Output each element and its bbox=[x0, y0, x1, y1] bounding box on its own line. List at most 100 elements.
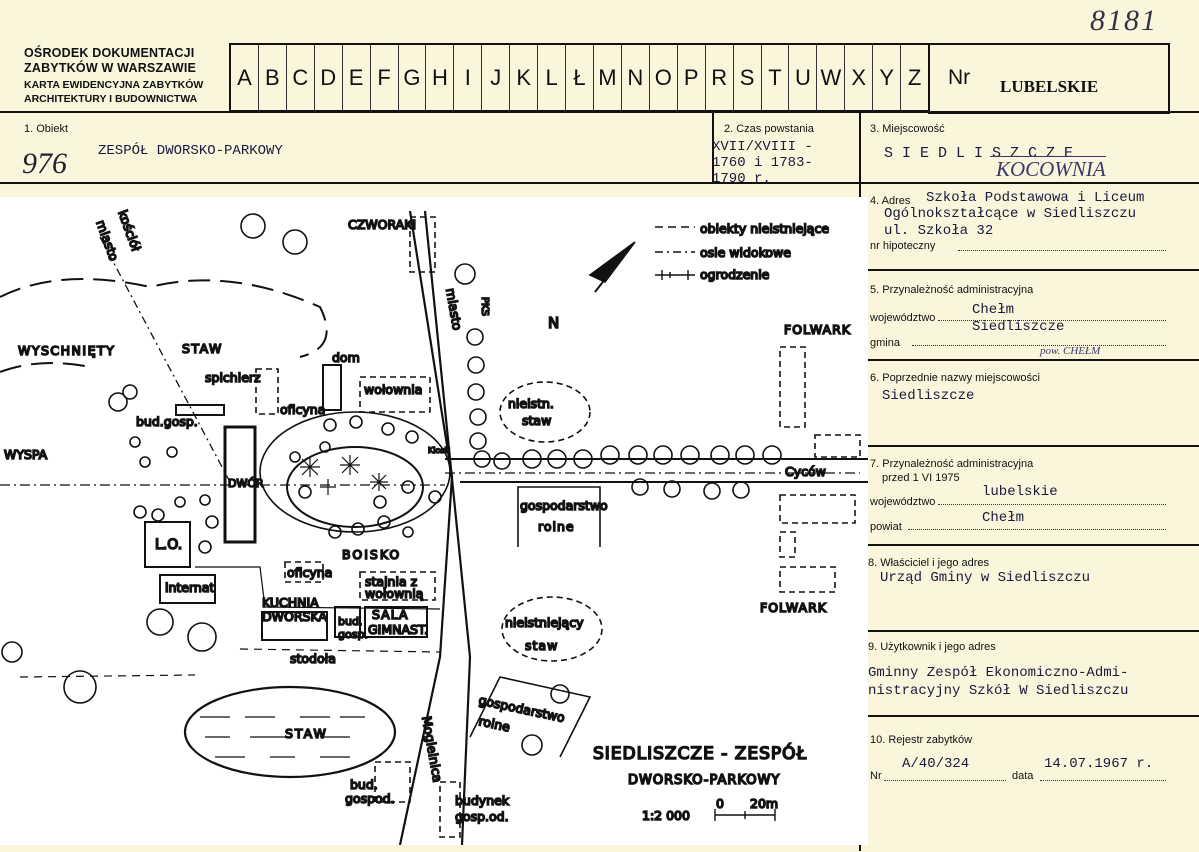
dry-pond-staw-label: STAW bbox=[182, 341, 223, 356]
index-letter: G bbox=[399, 45, 427, 111]
gospodarstwo-1-label-2: rolne bbox=[538, 519, 575, 534]
legend-fence-ticks bbox=[661, 270, 689, 280]
index-letter: F bbox=[371, 45, 399, 111]
lo-label: L.O. bbox=[155, 537, 182, 553]
czas-value-line3: 1790 r. bbox=[712, 171, 771, 183]
index-letter: B bbox=[259, 45, 287, 111]
index-letter: Z bbox=[907, 65, 922, 90]
oficyna2-label: oficyna bbox=[287, 565, 332, 580]
header-top-line bbox=[229, 43, 929, 45]
north-arrow-head bbox=[588, 241, 636, 283]
mogielnica-label: Mogielnica bbox=[419, 715, 445, 784]
poprzednie-nazwy-value: Siedliszcze bbox=[882, 388, 975, 404]
road-mogielnica-edge-left bbox=[398, 210, 454, 845]
former-pond-2-label-1: nieistniejący bbox=[505, 615, 584, 630]
index-letter: E bbox=[343, 45, 371, 111]
institution-line2: ZABYTKÓW W WARSZAWIE bbox=[24, 61, 197, 75]
stodola-label: stodoła bbox=[290, 651, 336, 666]
dwor-building bbox=[223, 425, 257, 544]
former-pond-1 bbox=[499, 381, 591, 443]
index-letter: Ł bbox=[566, 45, 594, 111]
nr-box-value: LUBELSKIE bbox=[1000, 77, 1099, 96]
przynaleznosc2-sub: przed 1 VI 1975 bbox=[882, 472, 960, 484]
gmina-line bbox=[912, 345, 1166, 346]
folwark-dashed-5 bbox=[779, 566, 836, 593]
nr-box bbox=[928, 43, 1170, 114]
header-left-line bbox=[229, 43, 231, 112]
index-letter: L bbox=[538, 45, 567, 111]
folwark-dashed-4 bbox=[779, 531, 796, 558]
kuchnia-label-1: KUCHNIA bbox=[262, 595, 319, 610]
col-czas-left bbox=[712, 111, 714, 183]
wojewodztwo-line bbox=[938, 320, 1166, 321]
index-letter: I bbox=[454, 45, 483, 111]
kiosk-label: Kiosk bbox=[428, 446, 450, 455]
bud-gospod-label-2: gospod. bbox=[345, 791, 395, 806]
czas-value-line1: XVII/XVIII - bbox=[712, 139, 813, 155]
gospodarstwo-enclosure-2 bbox=[469, 676, 592, 758]
index-letter: A bbox=[231, 45, 259, 111]
fence-line-3 bbox=[19, 674, 196, 678]
przynaleznosc-label: 5. Przynależność administracyjna bbox=[870, 284, 1034, 296]
former-pond-2 bbox=[501, 596, 603, 662]
gospodarstwo-enclosure-1 bbox=[517, 486, 601, 547]
dom-label: dom bbox=[332, 350, 360, 365]
obiekt-label: 1. Obiekt bbox=[24, 123, 69, 135]
spichlerz-dashed bbox=[255, 368, 279, 415]
dom-building bbox=[322, 364, 342, 411]
rejestr-nr-label: Nr bbox=[870, 770, 882, 782]
sala-label-2: GIMNAST. bbox=[368, 622, 428, 637]
index-letter: W bbox=[817, 45, 846, 111]
wojewodztwo2-value: lubelskie bbox=[982, 484, 1058, 500]
row1-bottom-line bbox=[0, 182, 860, 184]
park-oval-outer bbox=[259, 411, 451, 533]
czworaki-label: CZWORAKI bbox=[348, 217, 416, 232]
oficyna-dashed bbox=[284, 561, 324, 583]
scale-ticks bbox=[714, 809, 776, 821]
right-sep-4 bbox=[859, 445, 1199, 447]
staw-label: STAW bbox=[285, 726, 328, 741]
site-plan-photo: obiekty nieistniejące osie widokowe ogro… bbox=[0, 197, 868, 845]
wlasciciel-value: Urząd Gminy w Siedliszczu bbox=[880, 570, 1091, 586]
pond-water-hatching bbox=[200, 716, 365, 758]
spichlerz-label: spichlerz bbox=[205, 370, 261, 385]
folwark-dashed-3 bbox=[779, 494, 856, 524]
card-type-line2: ARCHITEKTURY I BUDOWNICTWA bbox=[24, 93, 198, 105]
legend-axes-text: osie widokowe bbox=[700, 245, 791, 260]
miejscowosc-label: 3. Miejscowość bbox=[870, 123, 945, 135]
obiekt-value: ZESPÓŁ DWORSKO-PARKOWY bbox=[98, 143, 283, 159]
rejestr-data-line bbox=[1040, 780, 1166, 781]
folwark-label-2: FOLWARK bbox=[760, 600, 827, 615]
card-type-line1: KARTA EWIDENCYJNA ZABYTKÓW bbox=[24, 79, 204, 91]
czas-value-line2: 1760 i 1783- bbox=[712, 155, 813, 171]
powiat-label: powiat bbox=[870, 521, 902, 533]
index-letter: Y bbox=[873, 45, 902, 111]
wojewodztwo2-label: województwo bbox=[870, 496, 936, 508]
bud-gosp-building bbox=[334, 606, 361, 638]
czas-label: 2. Czas powstania bbox=[724, 123, 814, 135]
sala-label-1: SALA bbox=[372, 607, 409, 622]
legend-demolished-text: obiekty nieistniejące bbox=[700, 221, 829, 236]
miasto-label: miasto bbox=[93, 218, 122, 263]
park-oval bbox=[286, 446, 424, 528]
internat-building bbox=[159, 574, 216, 604]
index-letter: P bbox=[678, 45, 706, 111]
rejestr-nr-value: A/40/324 bbox=[902, 756, 970, 772]
rejestr-label: 10. Rejestr zabytków bbox=[870, 734, 973, 746]
czworaki-dashed bbox=[409, 216, 436, 273]
dry-pond-outline-lower bbox=[0, 362, 91, 373]
folwark-dashed-2 bbox=[814, 434, 861, 458]
map-title-1: SIEDLISZCZE - ZESPÓŁ bbox=[593, 742, 807, 764]
uzytkownik-line2: nistracyjny Szkół W Siedliszczu bbox=[868, 683, 1129, 699]
sala-gimnast-building bbox=[364, 606, 428, 638]
folwark-label-1: FOLWARK bbox=[784, 322, 851, 337]
demolished-buildings bbox=[255, 216, 861, 838]
kuchnia-building bbox=[261, 611, 328, 641]
gmina-label: gmina bbox=[870, 337, 900, 349]
cycow-label: Cyców bbox=[785, 464, 826, 479]
wojewodztwo2-line bbox=[938, 504, 1166, 505]
gospodarstwo-2-label-2: rolne bbox=[477, 713, 511, 734]
index-letter: D bbox=[315, 45, 343, 111]
oficyna-label: oficyna bbox=[280, 402, 325, 417]
dry-pond-label: WYSCHNIĘTY bbox=[18, 343, 115, 358]
